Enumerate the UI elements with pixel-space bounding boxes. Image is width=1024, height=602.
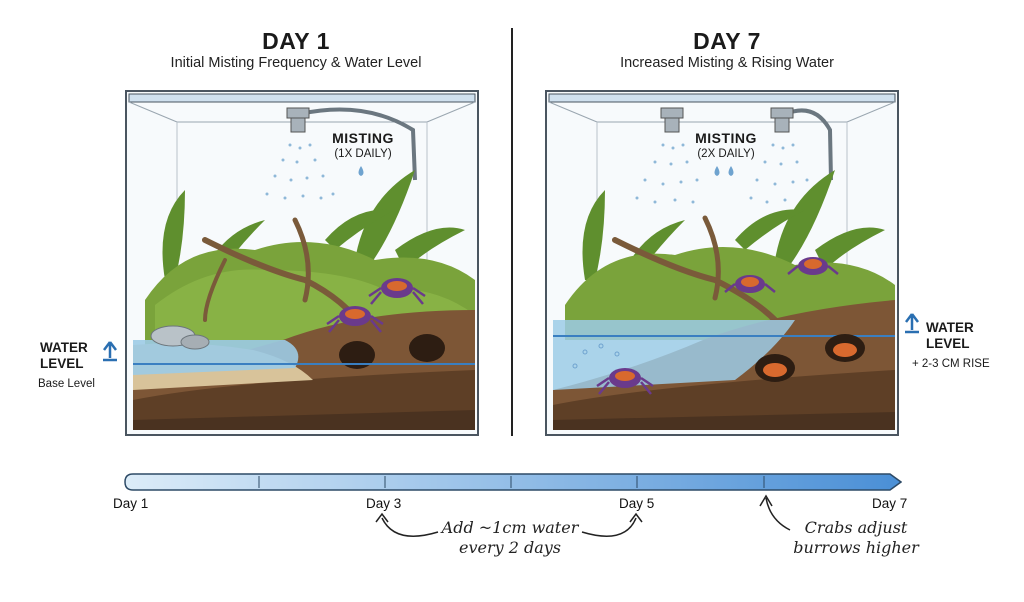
day1-water-level-label: WATER LEVEL Base Level — [38, 340, 95, 390]
day1-misting-frequency: (1X DAILY) — [334, 148, 392, 160]
crab-burrow-note-line2: burrows higher — [793, 538, 919, 557]
timeline-bar — [124, 473, 902, 491]
panel-divider — [511, 28, 513, 436]
day7-misting-label: MISTING (2X DAILY) — [671, 130, 781, 160]
day1-misting-label: MISTING (1X DAILY) — [308, 130, 418, 160]
day7-water-level-label: WATER LEVEL — [926, 320, 974, 352]
water-schedule-note: Add ~1cm water every 2 days — [420, 518, 600, 558]
timeline-tick-day1: Day 1 — [113, 496, 149, 511]
day1-title: DAY 1 — [262, 28, 330, 54]
timeline-tick-day7: Day 7 — [872, 496, 908, 511]
day1-water-up-arrow-icon — [103, 341, 117, 362]
crab-burrow-note-line1: Crabs adjust — [804, 518, 908, 537]
day7-water-up-arrow-icon — [905, 313, 919, 334]
day7-title: DAY 7 — [693, 28, 761, 54]
water-schedule-note-line1: Add ~1cm water — [441, 518, 579, 537]
day7-subtitle: Increased Misting & Rising Water — [620, 55, 834, 71]
day1-water-title-line1: WATER — [40, 340, 88, 355]
day7-terrarium-illustration — [545, 90, 899, 436]
timeline-tick-day3: Day 3 — [366, 496, 402, 511]
timeline-tick-day5: Day 5 — [619, 496, 655, 511]
day1-water-sub: Base Level — [38, 378, 95, 390]
day1-misting-title: MISTING — [332, 130, 394, 146]
day1-subtitle: Initial Misting Frequency & Water Level — [170, 55, 422, 71]
day7-water-sub: + 2-3 CM RISE — [912, 358, 990, 370]
day7-water-title-line1: WATER — [926, 320, 974, 335]
day7-water-title-line2: LEVEL — [926, 336, 970, 351]
day1-terrarium-illustration — [125, 90, 479, 436]
water-schedule-note-line2: every 2 days — [458, 538, 562, 557]
crab-burrow-note: Crabs adjust burrows higher — [776, 518, 936, 558]
day1-water-title-line2: LEVEL — [40, 356, 84, 371]
day7-misting-title: MISTING — [695, 130, 757, 146]
day7-misting-frequency: (2X DAILY) — [697, 148, 755, 160]
